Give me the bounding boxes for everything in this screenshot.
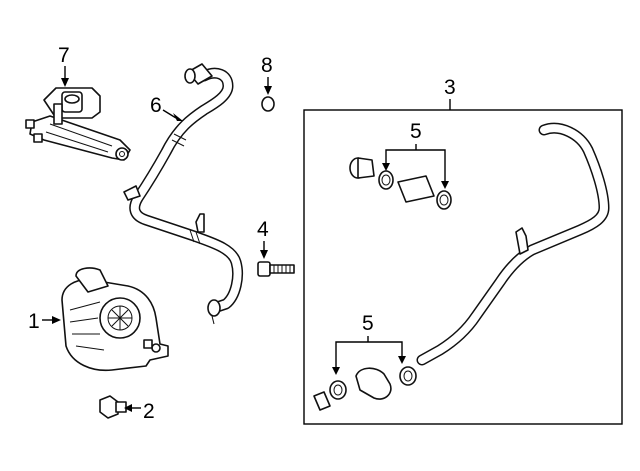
callout-2: 2 (143, 400, 155, 423)
callout-8: 8 (261, 54, 273, 77)
callout-5-upper: 5 (410, 120, 422, 143)
kit-upper-parts[interactable] (349, 157, 452, 210)
kit-lower-parts[interactable] (313, 366, 417, 411)
callout-4: 4 (257, 218, 269, 241)
part-4-bolt[interactable] (257, 261, 295, 277)
callout-5-lower: 5 (362, 312, 374, 335)
part-8-o-ring[interactable] (261, 96, 275, 112)
part-2-screw[interactable] (99, 395, 127, 419)
callout-1: 1 (28, 310, 40, 333)
callout-3: 3 (444, 76, 456, 99)
callout-6: 6 (150, 94, 162, 117)
kit-tube[interactable] (416, 122, 610, 366)
part-1-pump[interactable] (61, 267, 169, 372)
part-7-valve-assembly[interactable] (25, 87, 131, 161)
callout-7: 7 (58, 44, 70, 67)
part-6-hose[interactable] (123, 63, 244, 325)
kit-box-3 (303, 109, 623, 425)
